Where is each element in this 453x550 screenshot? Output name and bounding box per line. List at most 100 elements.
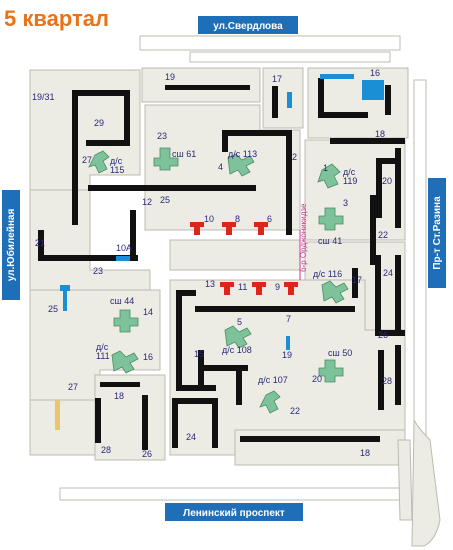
label-10A: 10А [116, 243, 132, 253]
kindergarten-113 [227, 153, 255, 177]
boulevard-curve [411, 418, 441, 547]
label-1: 1 [323, 163, 328, 173]
street-left-bg [2, 190, 20, 300]
label-3: 3 [343, 198, 348, 208]
tower-6 [254, 222, 268, 235]
building-24c [172, 398, 178, 448]
building-23b [38, 255, 138, 261]
kindergarten-116 [321, 280, 349, 304]
street-left-label: ул.Юбилейная [5, 209, 17, 282]
kindergarten-107 [259, 390, 281, 414]
label-16: 16 [370, 68, 380, 78]
label-26b: 26 [142, 449, 152, 459]
kindergarten-111 [111, 350, 139, 374]
building-29 [86, 140, 130, 146]
building-1931-v [124, 90, 130, 142]
street-left: ул.Юбилейная [2, 190, 20, 300]
building-18c [240, 436, 380, 442]
block-central-north [144, 104, 301, 231]
label-13: 13 [205, 279, 215, 289]
boulevard-curve-2 [397, 439, 413, 521]
label-5: 5 [237, 317, 242, 327]
blue-building-10a [116, 256, 130, 261]
label-2: 2 [292, 152, 297, 162]
boulevard-label: б-р Орджоникидзе [299, 203, 308, 272]
label-18a: 18 [375, 129, 385, 139]
outer-roads [59, 35, 427, 511]
label-sh50: сш 50 [328, 348, 352, 358]
road-bottom-strip [59, 487, 401, 501]
building-16a [318, 78, 324, 118]
building-15c [176, 385, 216, 391]
street-bottom-bg [165, 503, 303, 521]
building-1931-left [72, 90, 78, 225]
building-25a [88, 185, 256, 191]
label-7: 7 [286, 314, 291, 324]
towers [190, 222, 298, 295]
map-title: 5 квартал [4, 6, 109, 31]
label-27a: 27 [82, 155, 92, 165]
label-28a: 28 [382, 376, 392, 386]
label-16b: 16 [143, 352, 153, 362]
label-22b: 22 [290, 406, 300, 416]
school-61 [153, 147, 179, 171]
building-12 [130, 210, 136, 255]
label-10: 10 [204, 214, 214, 224]
label-sh41: сш 41 [318, 236, 342, 246]
label-ds107: д/с 107 [258, 375, 288, 385]
school-44 [113, 309, 139, 333]
street-top: ул.Свердлова [198, 16, 298, 34]
street-top-bg [198, 16, 298, 34]
label-26a: 26 [378, 330, 388, 340]
building-26 [375, 330, 405, 336]
street-right-bg [428, 178, 446, 288]
label-25b: 25 [48, 304, 58, 314]
label-25a: 25 [160, 195, 170, 205]
kindergarten-108 [224, 325, 252, 349]
buildings [38, 78, 405, 450]
blue-building-16-bar [320, 74, 354, 79]
tower-13 [220, 282, 234, 295]
label-20b: 20 [312, 374, 322, 384]
label-ds108: д/с 108 [222, 345, 252, 355]
label-sh61: сш 61 [172, 149, 196, 159]
building-18a [330, 138, 405, 144]
building-24d [172, 398, 217, 404]
label-23b: 23 [93, 266, 103, 276]
label-24a: 24 [383, 268, 393, 278]
blue-building-17 [287, 92, 292, 108]
street-right: Пр-т Ст.Разина [428, 178, 446, 288]
label-24b: 24 [186, 432, 196, 442]
label-4: 4 [218, 162, 223, 172]
tower-11 [252, 282, 266, 295]
tower-9 [284, 282, 298, 295]
label-29: 29 [94, 118, 104, 128]
building-28 [395, 345, 401, 405]
building-16b [318, 112, 368, 118]
label-23a: 23 [157, 131, 167, 141]
road-top-strip [139, 35, 401, 51]
block-north-17 [262, 67, 304, 129]
label-6: 6 [267, 214, 272, 224]
label-19b: 19 [282, 350, 292, 360]
label-19-top: 19 [165, 72, 175, 82]
label-22a: 22 [378, 230, 388, 240]
building-16c [385, 85, 391, 115]
block-27 [29, 399, 96, 456]
label-18c: 18 [360, 448, 370, 458]
building-5b [198, 365, 248, 371]
building-26b [142, 395, 148, 450]
street-top-label: ул.Свердлова [213, 21, 283, 32]
blue-building-25 [60, 285, 70, 311]
label-15: 15 [194, 349, 204, 359]
kindergarten-119 [317, 163, 341, 189]
tower-10 [190, 222, 204, 235]
label-1931: 19/31 [32, 92, 55, 102]
label-ds113: д/с 113 [228, 149, 257, 159]
building-28b [378, 350, 384, 410]
blue-building-19 [286, 336, 290, 350]
label-8: 8 [235, 214, 240, 224]
building-7 [195, 306, 355, 312]
